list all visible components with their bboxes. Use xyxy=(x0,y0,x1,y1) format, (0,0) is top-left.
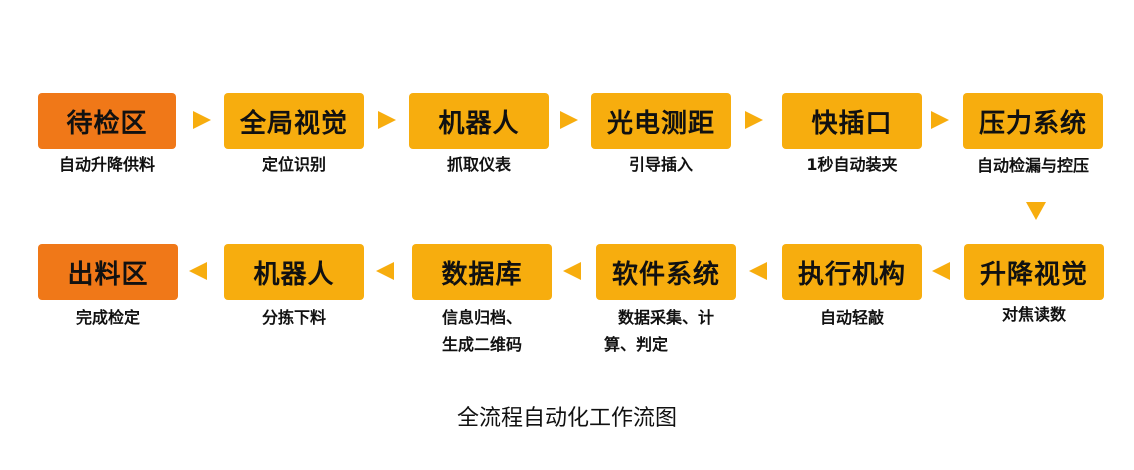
step-software-system: 软件系统 xyxy=(596,244,736,300)
arrow-left-icon xyxy=(376,262,394,280)
step-lift-vision: 升降视觉 xyxy=(964,244,1104,300)
step-pending-area-desc: 自动升降供料 xyxy=(58,155,155,174)
step-global-vision: 全局视觉 xyxy=(224,93,364,149)
step-output-area-desc: 完成检定 xyxy=(75,308,140,327)
step-robot-grab: 机器人 xyxy=(409,93,549,149)
arrow-left-icon xyxy=(563,262,581,280)
arrow-left-icon xyxy=(932,262,950,280)
step-global-vision-desc: 定位识别 xyxy=(261,155,326,174)
step-software-system-desc-line1: 数据采集、计 xyxy=(617,308,714,327)
step-actuator-desc: 自动轻敲 xyxy=(819,308,884,327)
step-database-desc-line1: 信息归档、 xyxy=(441,308,522,327)
step-photoelectric-ranging-desc: 引导插入 xyxy=(628,155,693,174)
step-robot-sort: 机器人 xyxy=(224,244,364,300)
step-database-desc: 信息归档、 生成二维码 xyxy=(402,304,562,358)
step-pending-area: 待检区 xyxy=(38,93,176,149)
step-actuator: 执行机构 xyxy=(782,244,922,300)
arrow-right-icon xyxy=(560,111,578,129)
step-software-system-desc: 数据采集、计 算、判定 xyxy=(586,304,746,358)
arrow-right-icon xyxy=(193,111,211,129)
step-database: 数据库 xyxy=(412,244,552,300)
arrow-left-icon xyxy=(189,262,207,280)
arrow-right-icon xyxy=(378,111,396,129)
step-lift-vision-desc: 对焦读数 xyxy=(1001,305,1066,324)
step-pressure-system-desc: 自动检漏与控压 xyxy=(976,156,1089,175)
step-quick-connector-desc: 1秒自动装夹 xyxy=(806,155,898,174)
diagram-caption: 全流程自动化工作流图 xyxy=(456,406,677,431)
step-robot-sort-desc: 分拣下料 xyxy=(261,308,326,327)
arrow-down-icon xyxy=(1026,202,1046,220)
arrow-left-icon xyxy=(749,262,767,280)
step-robot-grab-desc: 抓取仪表 xyxy=(446,155,511,174)
step-pressure-system: 压力系统 xyxy=(963,93,1103,149)
arrow-right-icon xyxy=(745,111,763,129)
step-software-system-desc-line2: 算、判定 xyxy=(604,335,669,354)
arrow-right-icon xyxy=(931,111,949,129)
step-quick-connector: 快插口 xyxy=(782,93,922,149)
step-database-desc-line2: 生成二维码 xyxy=(441,335,522,354)
step-photoelectric-ranging: 光电测距 xyxy=(591,93,731,149)
step-output-area: 出料区 xyxy=(38,244,178,300)
